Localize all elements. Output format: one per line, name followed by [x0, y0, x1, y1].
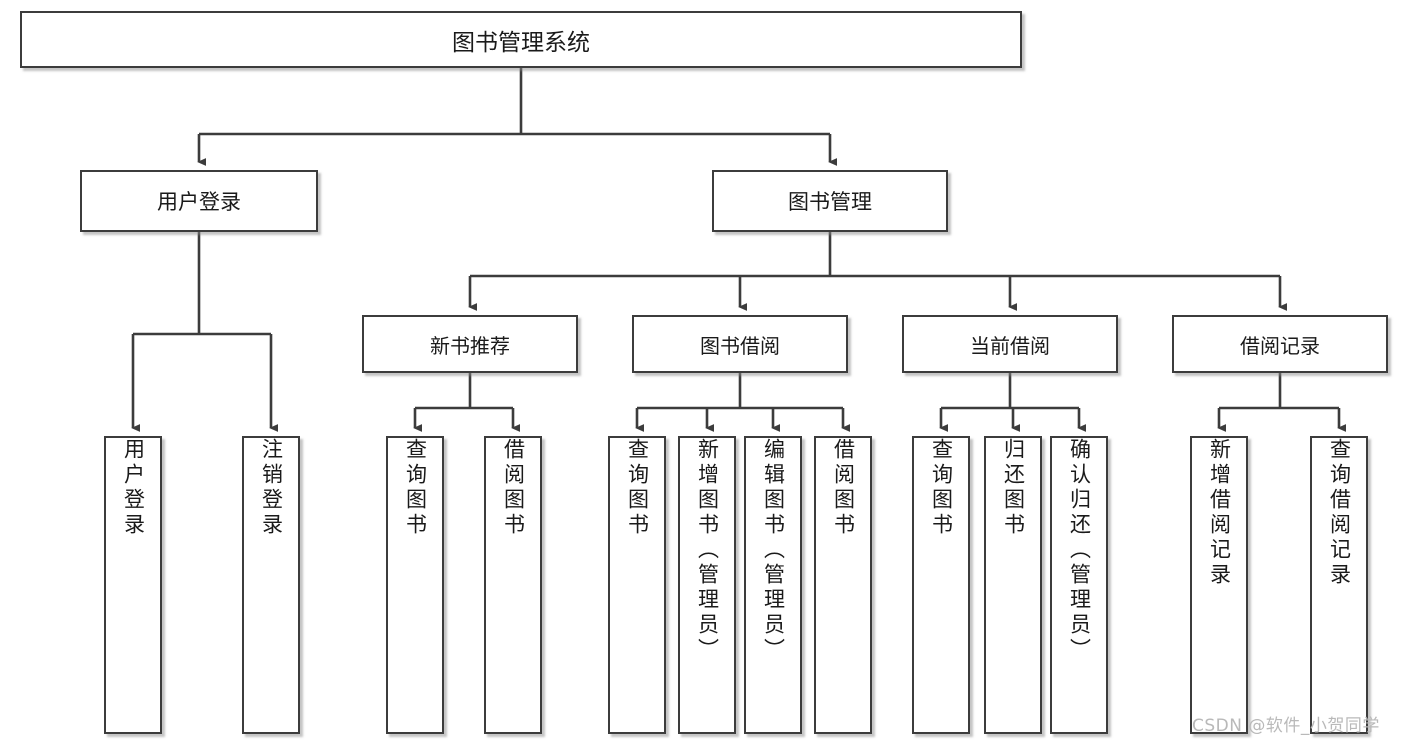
node-leaf-edit-book[interactable]: 编辑图书（管理员） — [744, 436, 802, 734]
node-borrow-record-label: 借阅记录 — [1240, 333, 1320, 358]
node-leaf-add-book[interactable]: 新增图书（管理员） — [678, 436, 736, 734]
node-new-book-rec-label: 新书推荐 — [430, 333, 510, 358]
node-leaf-borrow-book-1-label: 借阅图书 — [501, 438, 526, 538]
node-book-manage[interactable]: 图书管理 — [712, 170, 948, 232]
node-leaf-add-book-label: 新增图书（管理员） — [695, 438, 720, 663]
node-leaf-query-book-2-label: 查询图书 — [625, 438, 650, 538]
node-leaf-query-record[interactable]: 查询借阅记录 — [1310, 436, 1368, 734]
node-leaf-confirm-return-label: 确认归还（管理员） — [1067, 438, 1092, 663]
node-root[interactable]: 图书管理系统 — [20, 11, 1022, 68]
node-leaf-logout-label: 注销登录 — [259, 438, 284, 538]
node-leaf-borrow-book-1[interactable]: 借阅图书 — [484, 436, 542, 734]
node-current-borrow[interactable]: 当前借阅 — [902, 315, 1118, 373]
node-book-manage-label: 图书管理 — [788, 190, 872, 214]
node-leaf-query-book-1[interactable]: 查询图书 — [386, 436, 444, 734]
node-leaf-add-record-label: 新增借阅记录 — [1207, 438, 1232, 588]
node-current-borrow-label: 当前借阅 — [970, 333, 1050, 358]
node-leaf-query-book-3-label: 查询图书 — [929, 438, 954, 538]
node-new-book-rec[interactable]: 新书推荐 — [362, 315, 578, 373]
node-leaf-add-record[interactable]: 新增借阅记录 — [1190, 436, 1248, 734]
node-book-borrow[interactable]: 图书借阅 — [632, 315, 848, 373]
node-leaf-logout[interactable]: 注销登录 — [242, 436, 300, 734]
node-leaf-query-book-1-label: 查询图书 — [403, 438, 428, 538]
node-user-login[interactable]: 用户登录 — [80, 170, 318, 232]
node-leaf-edit-book-label: 编辑图书（管理员） — [761, 438, 786, 663]
node-leaf-user-login-label: 用户登录 — [121, 438, 146, 538]
node-leaf-query-book-3[interactable]: 查询图书 — [912, 436, 970, 734]
node-leaf-query-book-2[interactable]: 查询图书 — [608, 436, 666, 734]
node-leaf-return-book[interactable]: 归还图书 — [984, 436, 1042, 734]
node-leaf-borrow-book-2[interactable]: 借阅图书 — [814, 436, 872, 734]
node-leaf-return-book-label: 归还图书 — [1001, 438, 1026, 538]
node-root-label: 图书管理系统 — [452, 29, 590, 56]
node-book-borrow-label: 图书借阅 — [700, 333, 780, 358]
node-leaf-user-login[interactable]: 用户登录 — [104, 436, 162, 734]
watermark: CSDN @软件_小贺同学 — [1192, 716, 1380, 736]
node-leaf-borrow-book-2-label: 借阅图书 — [831, 438, 856, 538]
node-user-login-label: 用户登录 — [157, 190, 241, 214]
node-leaf-query-record-label: 查询借阅记录 — [1327, 438, 1352, 588]
node-borrow-record[interactable]: 借阅记录 — [1172, 315, 1388, 373]
node-leaf-confirm-return[interactable]: 确认归还（管理员） — [1050, 436, 1108, 734]
